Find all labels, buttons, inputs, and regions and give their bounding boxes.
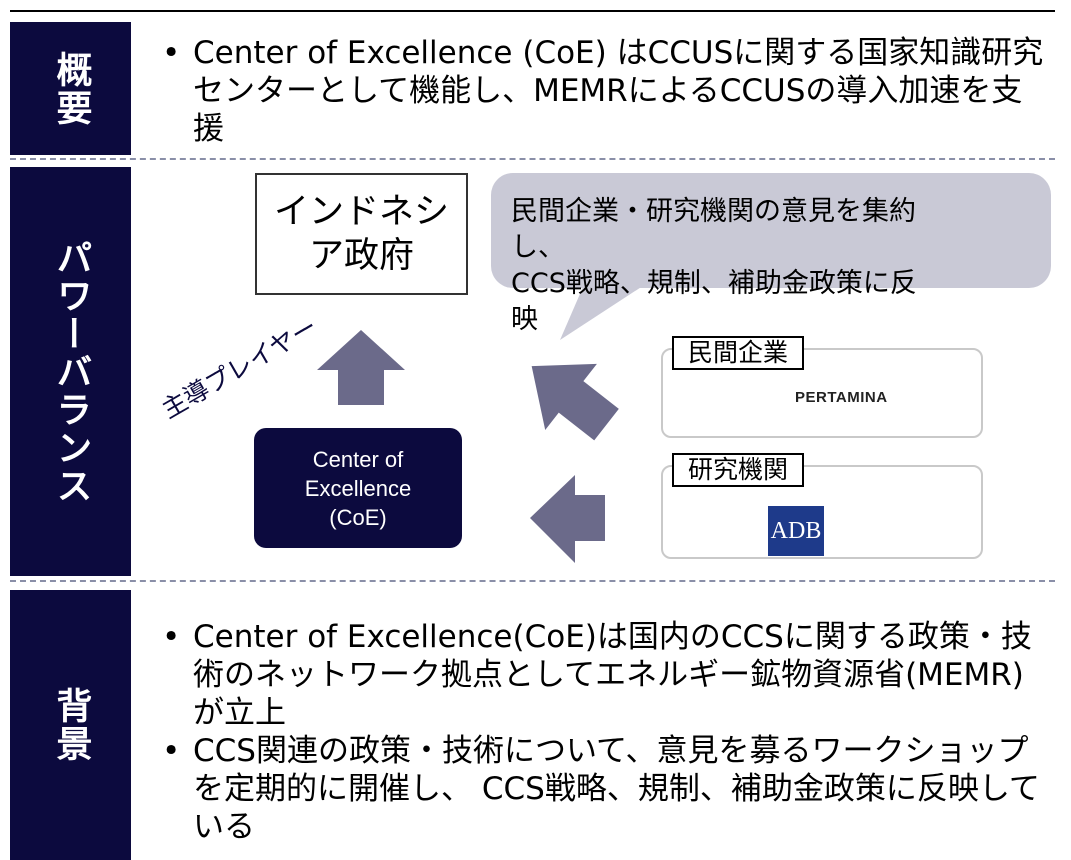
arrow-from-research [530,475,605,563]
background-label: 背景 [50,687,92,763]
pertamina-logo-text: PERTAMINA [795,389,888,406]
arrow-from-private [531,363,619,441]
arrow-up [317,330,405,405]
speech-bubble-text: 民間企業・研究機関の意見を集約し、 CCS戦略、規制、補助金政策に反映 [511,194,941,338]
government-line-2: ア政府 [308,236,414,276]
overview-bullet: Center of Excellence (CoE) はCCUSに関する国家知識… [158,34,1053,148]
coe-box: Center of Excellence (CoE) [254,428,462,548]
section-divider-1 [10,158,1055,160]
speech-line-1: 民間企業・研究機関の意見を集約し、 [511,196,916,263]
overview-label: 概要 [50,50,92,127]
background-bullet-1: Center of Excellence(CoE)は国内のCCSに関する政策・技… [158,618,1053,732]
background-bullet-list: Center of Excellence(CoE)は国内のCCSに関する政策・技… [158,618,1053,846]
private-sector-tag: 民間企業 [672,336,805,370]
adb-logo: ADB [768,506,824,556]
background-bullet-2: CCS関連の政策・技術について、意見を募るワークショップを定期的に開催し、 CC… [158,732,1053,846]
section-divider-2 [10,580,1055,582]
overview-bullet-list: Center of Excellence (CoE) はCCUSに関する国家知識… [158,34,1053,148]
power-balance-label-box: パワーバランス [10,167,131,576]
overview-label-box: 概要 [10,22,131,155]
coe-line-2: Excellence [304,475,412,501]
speech-line-2: CCS戦略、規制、補助金政策に反映 [511,268,917,335]
government-box: インドネシ ア政府 [255,173,468,295]
research-tag: 研究機関 [672,453,805,487]
top-rule [10,10,1055,12]
coe-line-1: Center of [312,446,404,472]
government-line-1: インドネシ [273,192,449,232]
background-label-box: 背景 [10,590,131,860]
power-balance-label: パワーバランス [50,238,92,505]
coe-line-3: (CoE) [329,504,387,530]
speech-bubble [491,173,1051,340]
